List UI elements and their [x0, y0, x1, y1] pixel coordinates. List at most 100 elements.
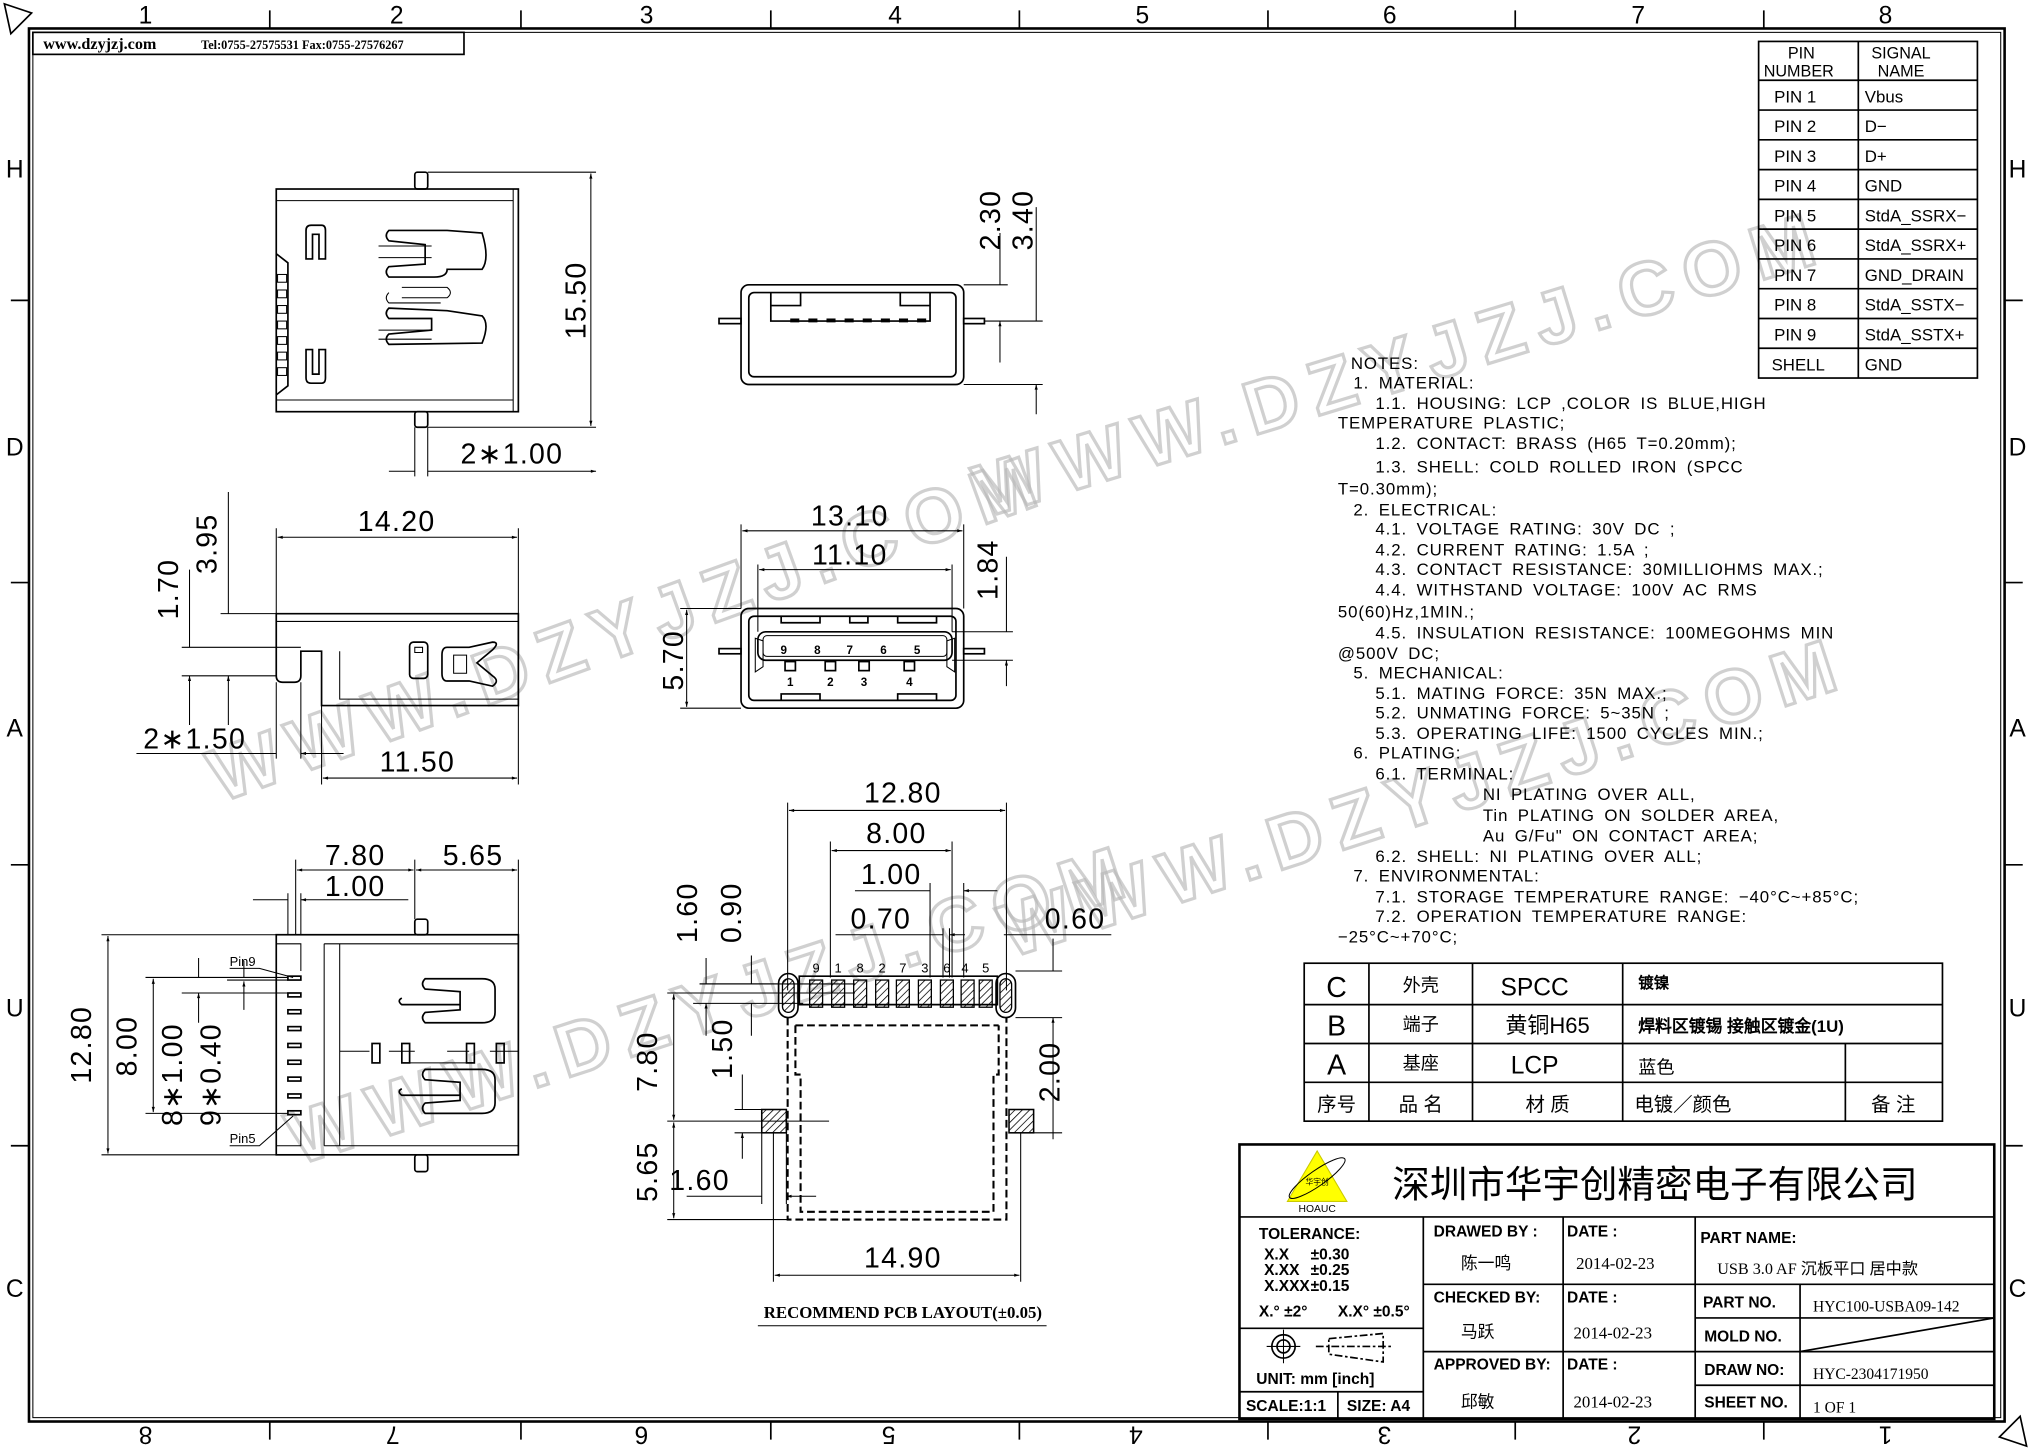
checked-by-value: 马跃	[1461, 1322, 1495, 1341]
zone-column-label: 4	[888, 2, 902, 29]
website-link[interactable]: www.dzyjzj.com	[43, 36, 157, 53]
part-name-value: USB 3.0 AF 沉板平口 居中款	[1717, 1260, 1918, 1278]
watermark-text: WWW.DZYJZJ.COM	[197, 436, 1058, 818]
zone-row-label: A	[7, 716, 24, 743]
pad-label: 4	[961, 960, 968, 975]
pin-number-cell: PIN 2	[1774, 117, 1816, 136]
signal-name-cell: StdA_SSRX−	[1865, 206, 1967, 225]
signal-name-cell: StdA_SSTX−	[1865, 296, 1965, 315]
pin-number-label: 5	[914, 644, 921, 657]
part-no-label: PART NO.	[1703, 1295, 1776, 1312]
pin-table-header: NAME	[1878, 62, 1925, 80]
note-line: 6.1. TERMINAL:	[1375, 764, 1514, 783]
note-line: NOTES:	[1351, 354, 1419, 373]
zone-row-label: A	[2009, 716, 2026, 743]
angle-tolerance: X.X° ±0.5°	[1338, 1304, 1410, 1321]
logo-text: 华宇创	[1306, 1177, 1330, 1187]
pin-table-header: PIN	[1788, 44, 1815, 62]
approved-date: 2014-02-23	[1573, 1392, 1652, 1411]
front-view: 13.10 11.10 9 8 7 6 5 1 2 3 4 1.84 5.70	[658, 501, 1013, 710]
part-no-value: HYC100-USBA09-142	[1813, 1298, 1960, 1315]
date-label: DATE :	[1567, 1223, 1618, 1240]
date-label: DATE :	[1567, 1357, 1618, 1374]
dimension-label: 8∗1.00	[157, 1023, 189, 1126]
draw-no-value: HYC-2304171950	[1813, 1366, 1929, 1383]
material-header: 序号	[1317, 1094, 1356, 1116]
material-seq: A	[1327, 1050, 1346, 1082]
pin-number-cell: PIN 1	[1774, 87, 1816, 106]
zone-column-label: 2	[1628, 1421, 1642, 1448]
zone-row-label: U	[6, 995, 24, 1022]
note-line: 7.1. STORAGE TEMPERATURE RANGE: −40°C~+8…	[1375, 887, 1859, 906]
note-line: 4.2. CURRENT RATING: 1.5A ;	[1375, 540, 1649, 559]
note-line: T=0.30mm);	[1338, 480, 1438, 499]
zone-row-label: D	[6, 435, 24, 462]
scale-label: SCALE:1:1	[1246, 1398, 1327, 1415]
drawn-by-value: 陈一鸣	[1461, 1254, 1511, 1273]
pin-number-cell: PIN 7	[1774, 266, 1816, 285]
angle-tolerance: X.° ±2°	[1259, 1304, 1308, 1321]
pad-label: 8	[857, 960, 864, 975]
pad-label: 5	[982, 960, 989, 975]
pin-number-label: 8	[814, 644, 821, 657]
tolerance-value: ±0.30	[1311, 1247, 1350, 1264]
note-line: TEMPERATURE PLASTIC;	[1338, 414, 1565, 433]
dimension-label: 2∗1.00	[460, 438, 563, 470]
dimension-label: 1.70	[153, 559, 185, 620]
dimension-label: 5.65	[632, 1141, 664, 1202]
pin5-callout: Pin5	[230, 1131, 256, 1146]
signal-name-cell: Vbus	[1865, 87, 1903, 106]
material-finish: 焊料区镀锡 接触区镀金(1U)	[1638, 1016, 1844, 1036]
pin-number-label: 7	[847, 644, 853, 657]
note-line: 6.2. SHELL: NI PLATING OVER ALL;	[1375, 847, 1702, 866]
tolerance-format: X.XXX	[1264, 1278, 1310, 1295]
pin-number-label: 1	[787, 676, 794, 689]
approved-by-value: 邱敏	[1461, 1392, 1495, 1411]
material-header: 材 质	[1525, 1094, 1569, 1116]
zone-row-label: H	[2009, 156, 2027, 183]
sheet-frame	[3, 2, 2028, 1448]
dimension-label: 1.00	[325, 871, 386, 903]
dimension-label: 1.60	[672, 882, 704, 943]
zone-row-label: D	[2009, 435, 2027, 462]
note-line: 2. ELECTRICAL:	[1353, 500, 1497, 519]
material-part: 端子	[1403, 1015, 1439, 1035]
drawn-date: 2014-02-23	[1576, 1254, 1655, 1273]
material-finish: 镀镍	[1638, 973, 1670, 992]
material-name: LCP	[1511, 1052, 1559, 1079]
pin9-callout: Pin9	[230, 954, 256, 969]
note-line: @500V DC;	[1338, 644, 1440, 663]
sheet-no-value: 1 OF 1	[1813, 1399, 1856, 1416]
note-line: −25°C~+70°C;	[1338, 928, 1458, 947]
note-line: 6. PLATING:	[1353, 744, 1461, 763]
dimension-label: 7.80	[325, 840, 386, 872]
size-label: SIZE: A4	[1347, 1398, 1411, 1415]
part-name-label: PART NAME:	[1700, 1230, 1796, 1247]
dimension-label: 5.70	[658, 630, 690, 691]
pad-label: 9	[813, 960, 820, 975]
notes-block: NOTES:1. MATERIAL:1.1. HOUSING: LCP ,COL…	[1338, 354, 1859, 947]
dimension-label: 9∗0.40	[196, 1023, 228, 1126]
note-line: 7.2. OPERATION TEMPERATURE RANGE:	[1375, 907, 1747, 926]
dimension-label: 2.00	[1035, 1042, 1067, 1103]
dimension-label: 11.50	[380, 747, 456, 779]
company-name: 深圳市华宇创精密电子有限公司	[1392, 1164, 1917, 1206]
zone-column-label: 6	[635, 1421, 649, 1448]
note-line: 7. ENVIRONMENTAL:	[1353, 867, 1539, 886]
zone-column-label: 5	[1136, 2, 1150, 29]
pin-number-cell: PIN 4	[1774, 177, 1816, 196]
note-line: 1.3. SHELL: COLD ROLLED IRON (SPCC	[1375, 458, 1743, 477]
note-line: 5.2. UNMATING FORCE: 5~35N ;	[1375, 704, 1669, 723]
note-line: 1.2. CONTACT: BRASS (H65 T=0.20mm);	[1375, 434, 1736, 453]
pad-label: 1	[835, 960, 842, 975]
signal-name-cell: D−	[1865, 117, 1887, 136]
dimension-label: 1.60	[669, 1165, 730, 1197]
mold-no-label: MOLD NO.	[1704, 1328, 1782, 1345]
pin-number-label: 4	[906, 676, 913, 689]
signal-name-cell: GND	[1865, 177, 1902, 196]
pcb-layout-caption: RECOMMEND PCB LAYOUT(±0.05)	[764, 1303, 1042, 1322]
dimension-label: 15.50	[561, 261, 593, 339]
draw-no-label: DRAW NO:	[1704, 1362, 1784, 1379]
header-box: www.dzyjzj.com Tel:0755-27575531 Fax:075…	[32, 31, 465, 56]
